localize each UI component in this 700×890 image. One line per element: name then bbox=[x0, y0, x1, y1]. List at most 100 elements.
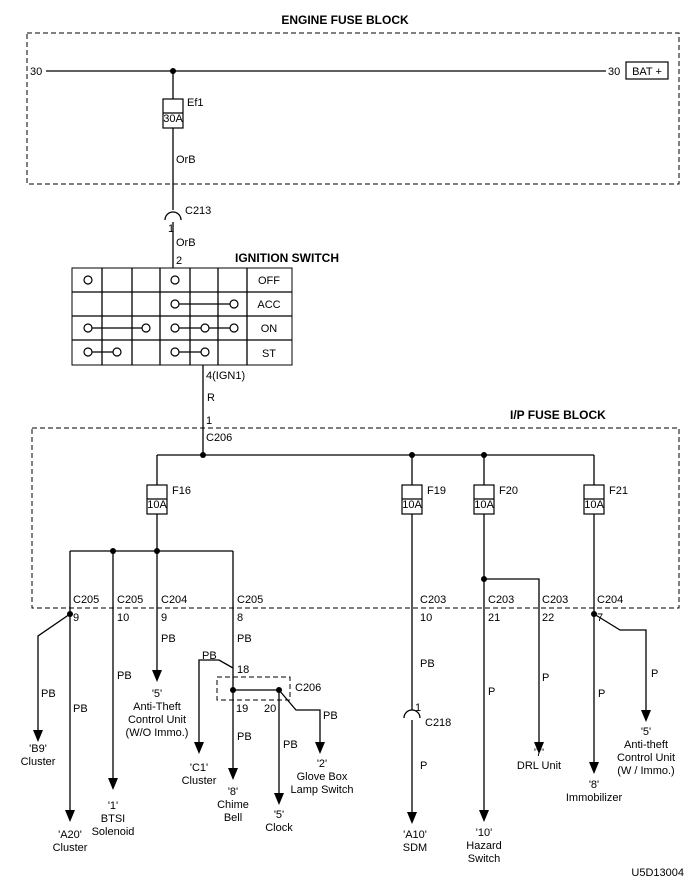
ef1-wire-color: OrB bbox=[176, 154, 196, 166]
b9-cluster-pin: 'B9' bbox=[29, 743, 47, 755]
ef1-name: Ef1 bbox=[187, 97, 204, 109]
chime-arrow bbox=[228, 768, 238, 780]
clock-label: Clock bbox=[265, 822, 293, 834]
c1-cluster-pin: 'C1' bbox=[190, 762, 208, 774]
a20-cluster-pin: 'A20' bbox=[58, 829, 82, 841]
ip-bus-node bbox=[200, 452, 206, 458]
antitheft-w-label-2: Control Unit bbox=[617, 752, 675, 764]
connector-c205-8-pin: 8 bbox=[237, 612, 243, 624]
clock-pin: '5' bbox=[274, 809, 284, 821]
c213-connector-symbol bbox=[164, 211, 182, 221]
c1-cluster-arrow bbox=[194, 742, 204, 754]
c218-name: C218 bbox=[425, 717, 451, 729]
antitheft-w-label-1: Anti-theft bbox=[624, 739, 668, 751]
switch-contact bbox=[229, 323, 239, 333]
antitheft-wo-wire-color: PB bbox=[161, 633, 176, 645]
ip-in-pin: 1 bbox=[206, 415, 212, 427]
f21-name: F21 bbox=[609, 485, 628, 497]
f19-name: F19 bbox=[427, 485, 446, 497]
figure-id: U5D13004 bbox=[631, 867, 684, 879]
f16-name: F16 bbox=[172, 485, 191, 497]
ip-in-connector: C206 bbox=[206, 432, 232, 444]
drl-arrow bbox=[534, 742, 544, 754]
hazard-wire-color: P bbox=[488, 686, 495, 698]
position-acc: ACC bbox=[257, 299, 280, 311]
antitheft-w-wire-color: P bbox=[651, 668, 658, 680]
circuit-antitheft-wo-immo: PB '5' Anti-Theft Control Unit (W/O Immo… bbox=[126, 551, 189, 739]
c206-lower-pin-b: 20 bbox=[264, 703, 276, 715]
circuit-immobilizer: P P '8' Immobilizer '5' Anti-theft Contr… bbox=[566, 514, 675, 804]
antitheft-wo-label-3: (W/O Immo.) bbox=[126, 727, 189, 739]
hazard-pin: '10' bbox=[476, 827, 492, 839]
f21-rating: 10A bbox=[584, 499, 604, 511]
antitheft-wo-label-1: Anti-Theft bbox=[133, 701, 181, 713]
battery-terminal-label: BAT + bbox=[632, 66, 662, 78]
c1-wire-color: PB bbox=[202, 650, 217, 662]
clock-wire-color: PB bbox=[283, 739, 298, 751]
fuse-f16: F16 10A bbox=[70, 455, 233, 554]
sdm-wire-color-lower: P bbox=[420, 760, 427, 772]
a20-cluster-label: Cluster bbox=[53, 842, 88, 854]
circuit-cluster: PB PB 'B9' Cluster 'A20' Cluster bbox=[21, 551, 88, 854]
c206-lower-pin-in: 18 bbox=[237, 664, 249, 676]
hazard-label-1: Hazard bbox=[466, 840, 501, 852]
ip-fuse-block: I/P FUSE BLOCK 1 C206 bbox=[31, 408, 680, 609]
sdm-pin: 'A10' bbox=[403, 829, 427, 841]
position-st: ST bbox=[262, 348, 276, 360]
fuse-ef1: Ef1 30A OrB bbox=[162, 71, 204, 210]
ip-fuse-block-outline bbox=[31, 427, 680, 609]
c218-connector-symbol bbox=[403, 709, 421, 719]
c213-pin-bottom: 2 bbox=[176, 255, 182, 267]
ignition-switch-title: IGNITION SWITCH bbox=[235, 251, 339, 265]
antitheft-wo-pin: '5' bbox=[152, 688, 162, 700]
c218-pin: 1 bbox=[415, 702, 421, 714]
switch-contact bbox=[112, 347, 122, 357]
connector-c213: C213 1 OrB 2 bbox=[164, 205, 211, 268]
btsi-arrow bbox=[108, 778, 118, 790]
connector-c203-22-name: C203 bbox=[542, 594, 568, 606]
btsi-pin: '1' bbox=[108, 800, 118, 812]
switch-contact bbox=[170, 299, 180, 309]
glovebox-arrow bbox=[315, 742, 325, 754]
btsi-wire-color: PB bbox=[117, 670, 132, 682]
antitheft-w-label-3: (W / Immo.) bbox=[617, 765, 674, 777]
antitheft-w-wire bbox=[593, 613, 647, 712]
battery-terminal-box bbox=[625, 61, 669, 80]
switch-contact bbox=[170, 275, 180, 285]
f20-rating: 10A bbox=[474, 499, 494, 511]
sdm-wire-color-upper: PB bbox=[420, 658, 435, 670]
btsi-label-1: BTSI bbox=[101, 813, 125, 825]
ignition-switch: IGNITION SWITCH OFF ACC ON ST bbox=[71, 251, 339, 455]
a20-cluster-arrow bbox=[65, 810, 75, 822]
switch-contact bbox=[229, 299, 239, 309]
switch-contact bbox=[200, 347, 210, 357]
connector-c205-8-name: C205 bbox=[237, 594, 263, 606]
hazard-arrow bbox=[479, 810, 489, 822]
ef1-rating: 30A bbox=[163, 113, 183, 125]
c213-name: C213 bbox=[185, 205, 211, 217]
connector-c204-7-name: C204 bbox=[597, 594, 623, 606]
connector-c203-10-name: C203 bbox=[420, 594, 446, 606]
circuit-hazard-drl: P P '10' Hazard Switch '7' DRL Unit bbox=[466, 514, 561, 865]
c1-cluster-wire bbox=[198, 659, 234, 744]
drl-wire-color: P bbox=[542, 672, 549, 684]
glovebox-wire bbox=[278, 689, 321, 744]
connector-c203-21-pin: 21 bbox=[488, 612, 500, 624]
f16-rating: 10A bbox=[147, 499, 167, 511]
bus-terminal-left: 30 bbox=[30, 66, 42, 78]
immobilizer-arrow bbox=[589, 762, 599, 774]
c205-8-wire-color: PB bbox=[237, 633, 252, 645]
clock-arrow bbox=[274, 793, 284, 805]
c1-cluster-label: Cluster bbox=[182, 775, 217, 787]
ign1-pin: 4(IGN1) bbox=[206, 370, 245, 382]
c206-lower-name: C206 bbox=[295, 682, 321, 694]
ip-connector-labels: C205 9 C205 10 C204 9 C205 8 C203 10 C20… bbox=[73, 594, 623, 624]
drl-label: DRL Unit bbox=[517, 760, 561, 772]
immobilizer-wire-color: P bbox=[598, 688, 605, 700]
switch-contact bbox=[170, 347, 180, 357]
switch-contact bbox=[170, 323, 180, 333]
fuse-f20: F20 10A bbox=[473, 455, 518, 515]
circuit-sdm: PB 1 C218 P 'A10' SDM bbox=[403, 514, 451, 854]
sdm-arrow bbox=[407, 812, 417, 824]
